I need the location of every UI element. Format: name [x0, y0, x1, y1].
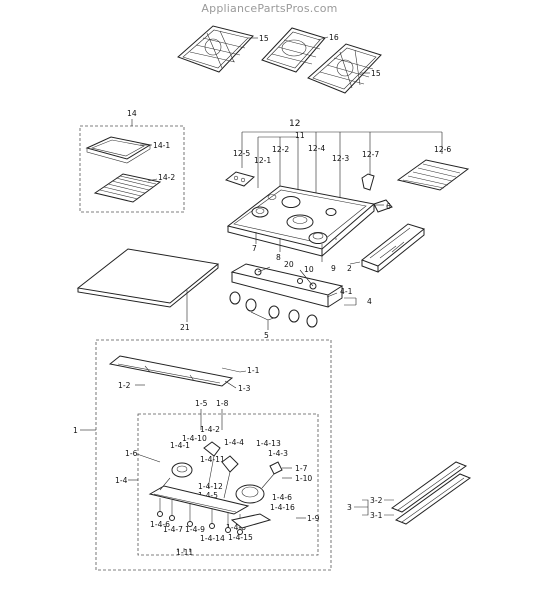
label-1: 1	[73, 426, 78, 435]
bracket	[361, 173, 375, 191]
label-1-4-2: 1-4-2	[200, 425, 220, 434]
label-9: 9	[331, 264, 336, 273]
label-12-3: 12-3	[332, 154, 349, 163]
label-1-4-14: 1-4-14	[200, 534, 225, 543]
label-14: 14	[127, 109, 137, 118]
label-3-1: 3-1	[370, 511, 383, 520]
control-panel	[230, 263, 344, 308]
label-4: 4	[367, 297, 372, 306]
label-1-4-15: 1-4-15	[228, 533, 253, 542]
label-1-11: 1-11	[176, 548, 193, 557]
label-1-4-11: 1-4-11	[200, 455, 225, 464]
grate-right	[307, 43, 382, 94]
label-1-4-1: 1-4-1	[170, 441, 190, 450]
manifold-rail	[108, 355, 234, 387]
label-12-2: 12-2	[272, 145, 289, 154]
broil-rack	[93, 173, 162, 203]
label-12-4: 12-4	[308, 144, 325, 153]
label-1-8: 1-8	[216, 399, 229, 408]
label-1-4-12: 1-4-12	[198, 482, 223, 491]
label-20: 20	[284, 260, 294, 269]
label-11: 11	[295, 131, 305, 140]
label-10: 10	[304, 265, 314, 274]
label-1-10: 1-10	[295, 474, 312, 483]
side-trim	[390, 461, 472, 525]
label-21: 21	[180, 323, 190, 332]
label-1-4-6b: 1-4-6	[150, 520, 170, 529]
label-1-9: 1-9	[307, 514, 320, 523]
label-15b: 15	[371, 69, 381, 78]
valve-manifold	[148, 441, 283, 535]
label-12-1: 12-1	[254, 156, 271, 165]
label-16: 16	[329, 33, 339, 42]
knobs	[229, 291, 318, 328]
label-5: 5	[264, 331, 269, 340]
label-1-4-3: 1-4-3	[268, 449, 288, 458]
label-15a: 15	[259, 34, 269, 43]
grate-left	[177, 25, 254, 73]
label-3-2: 3-2	[370, 496, 383, 505]
broil-pan	[85, 136, 152, 164]
label-1-4-6: 1-4-6	[272, 493, 292, 502]
label-1-5: 1-5	[195, 399, 208, 408]
label-1-4-5: 1-4-5	[198, 491, 218, 500]
label-1-4-16: 1-4-16	[270, 503, 295, 512]
label-6: 6	[386, 202, 391, 211]
oven-rack	[396, 159, 470, 191]
rear-bracket	[360, 223, 426, 273]
label-1-7: 1-7	[295, 464, 308, 473]
igniter-switch	[224, 171, 256, 187]
label-14-1: 14-1	[153, 141, 170, 150]
label-1-2: 1-2	[118, 381, 131, 390]
label-4-1: 4-1	[340, 287, 353, 296]
label-8: 8	[276, 253, 281, 262]
label-3: 3	[347, 503, 352, 512]
label-2: 2	[347, 264, 352, 273]
label-1-4-8: 1-4-8	[226, 523, 246, 532]
watermark: AppliancePartsPros.com	[201, 2, 338, 15]
label-1-6: 1-6	[125, 449, 138, 458]
label-7: 7	[252, 244, 257, 253]
label-1-4-4: 1-4-4	[224, 438, 244, 447]
label-1-4-7: 1-4-7	[163, 525, 183, 534]
grate-center	[261, 27, 326, 73]
label-1-4-10: 1-4-10	[182, 434, 207, 443]
label-12-7: 12-7	[362, 150, 379, 159]
label-1-4-9: 1-4-9	[185, 525, 205, 534]
label-12-5: 12-5	[233, 149, 250, 158]
label-1-4-13: 1-4-13	[256, 439, 281, 448]
label-1-4: 1-4	[115, 476, 128, 485]
label-1-3: 1-3	[238, 384, 251, 393]
label-12: 12	[289, 119, 300, 129]
oven-bottom-panel	[76, 248, 220, 308]
label-1-1: 1-1	[247, 366, 260, 375]
label-12-6: 12-6	[434, 145, 451, 154]
label-14-2: 14-2	[158, 173, 175, 182]
